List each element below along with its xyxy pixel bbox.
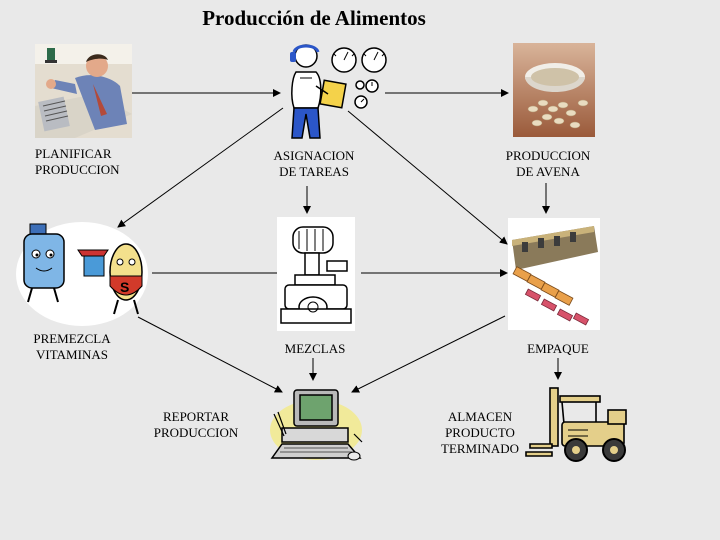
forklift-icon bbox=[525, 387, 627, 462]
mixer-machine-icon bbox=[277, 217, 355, 331]
person-planning-icon bbox=[35, 44, 132, 138]
arrow-asignacion-empaque bbox=[347, 110, 508, 245]
arrow-asignacion-premezcla bbox=[117, 107, 284, 228]
computer-icon bbox=[270, 389, 363, 461]
arrow-premezcla-reportar bbox=[137, 316, 283, 393]
packaging-line-icon bbox=[508, 218, 600, 330]
vitamin-bottles-icon: S bbox=[16, 222, 148, 326]
label-empaque: EMPAQUE bbox=[527, 341, 589, 356]
svg-text:S: S bbox=[120, 279, 129, 295]
oat-bowl-icon bbox=[513, 43, 595, 137]
page-title: Producción de Alimentos bbox=[202, 6, 426, 30]
label-mezclas: MEZCLAS bbox=[284, 341, 346, 356]
arrow-empaque-reportar bbox=[351, 315, 506, 393]
worker-with-gauges-icon bbox=[290, 44, 387, 139]
